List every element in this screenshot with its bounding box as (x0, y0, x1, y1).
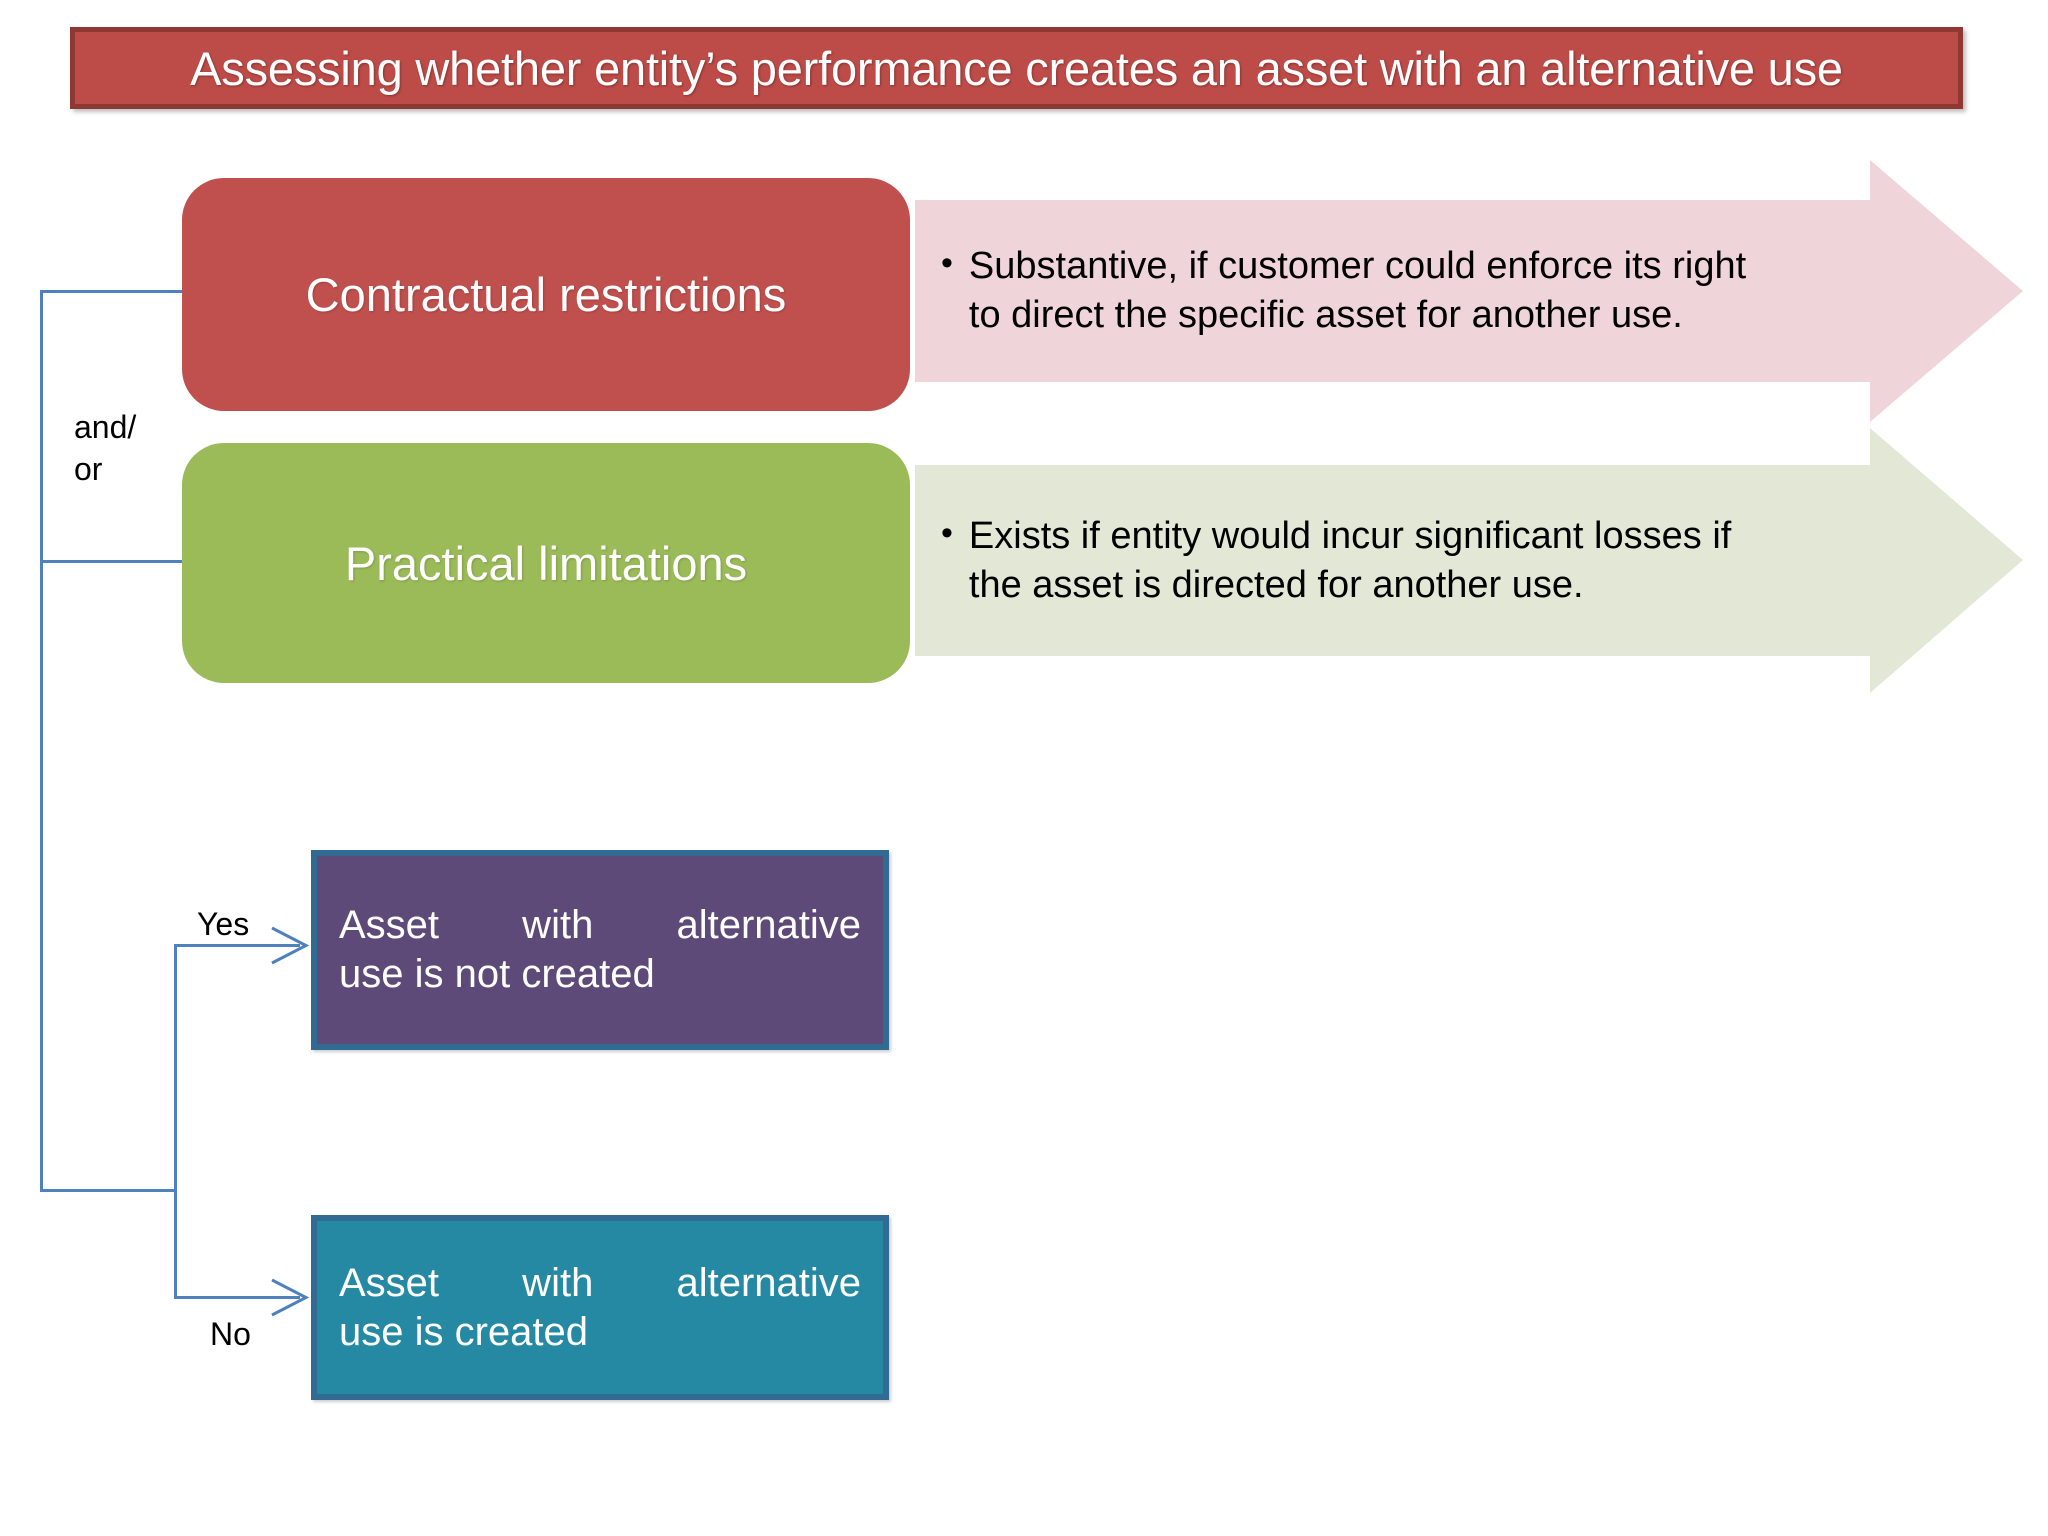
node-asset-not-created-line2: use is not created (339, 952, 655, 996)
bullet-dot-icon: • (941, 513, 953, 552)
node-practical-label: Practical limitations (344, 536, 748, 590)
right-arrow-shape-pink-icon (915, 160, 2023, 422)
right-arrow-shape-green-icon (915, 428, 2023, 693)
connector-no-label: No (210, 1316, 251, 1352)
node-practical-limitations[interactable]: Practical limitations (182, 443, 910, 683)
node-asset-not-created-line1: Asset with alternative (339, 903, 861, 948)
connector-and-or-label: and/ or (74, 409, 137, 488)
callout-practical-line2: the asset is directed for another use. (968, 563, 1584, 606)
arrowhead-no-icon (271, 1278, 310, 1317)
callout-practical-line1: Exists if entity would incur significant… (968, 514, 1732, 557)
node-contractual-restrictions[interactable]: Contractual restrictions (182, 178, 910, 411)
page-title: Assessing whether entity’s performance c… (190, 41, 1843, 95)
callout-contractual-line2: to direct the specific asset for another… (968, 294, 1683, 336)
node-asset-not-created-label: Asset with alternative use is not create… (339, 901, 861, 999)
callout-contractual-text: • Substantive, if customer could enforce… (941, 242, 1746, 339)
connector-yes-label: Yes (197, 906, 250, 942)
node-contractual-label: Contractual restrictions (305, 268, 787, 321)
diagram-title-banner: Assessing whether entity’s performance c… (70, 27, 1963, 109)
node-asset-created[interactable]: Asset with alternative use is created (311, 1215, 889, 1400)
callout-contractual-line1: Substantive, if customer could enforce i… (968, 245, 1747, 288)
callout-practical-limitations: • Exists if entity would incur significa… (915, 428, 2023, 693)
node-asset-created-line2: use is created (339, 1309, 589, 1354)
arrowhead-yes-icon (271, 926, 310, 965)
node-asset-not-created[interactable]: Asset with alternative use is not create… (311, 850, 889, 1050)
bullet-dot-icon: • (941, 244, 953, 283)
node-asset-created-label: Asset with alternative use is created (339, 1259, 861, 1357)
callout-practical-text: • Exists if entity would incur significa… (941, 512, 1731, 609)
node-asset-created-line1: Asset with alternative (339, 1260, 861, 1305)
callout-contractual-restrictions: • Substantive, if customer could enforce… (915, 160, 2023, 422)
